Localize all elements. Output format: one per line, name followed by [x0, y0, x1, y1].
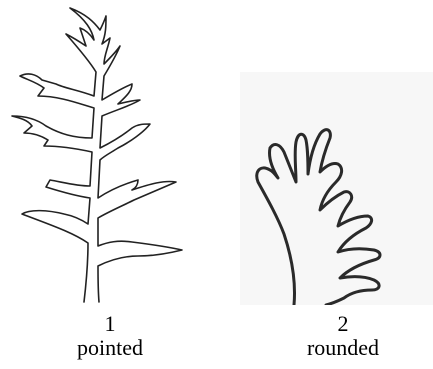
pointed-lobed-leaf-drawing — [0, 0, 200, 305]
caption-label-pointed: pointed — [20, 336, 200, 360]
caption-number-1: 1 — [20, 312, 200, 336]
caption-2: 2 rounded — [253, 312, 433, 360]
caption-number-2: 2 — [253, 312, 433, 336]
rounded-lobed-leaf-drawing — [240, 72, 433, 305]
caption-label-rounded: rounded — [253, 336, 433, 360]
rounded-leaf-outline — [257, 130, 380, 305]
pointed-leaf-outline — [12, 8, 182, 302]
caption-1: 1 pointed — [20, 312, 200, 360]
